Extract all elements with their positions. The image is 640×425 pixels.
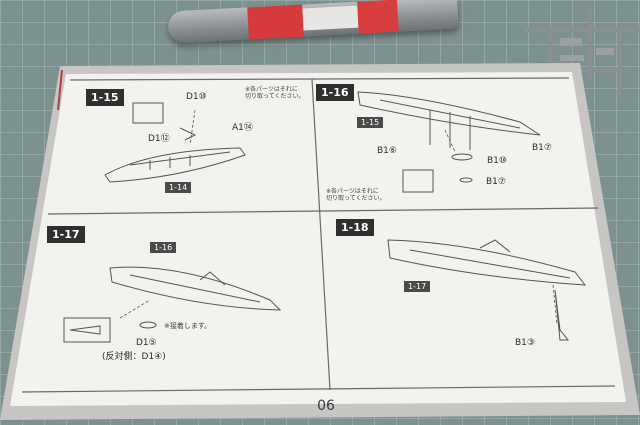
step-label: 1-17	[47, 226, 85, 243]
part-callout: D1⑩	[186, 92, 207, 102]
sub-assembly-label: 1-15	[357, 117, 384, 128]
step-label: 1-16	[316, 84, 354, 101]
part-callout: B1⑥	[377, 146, 397, 156]
step-label: 1-15	[86, 89, 124, 106]
page-number: 06	[317, 398, 335, 414]
part-callout: D1⑤	[136, 338, 157, 348]
instruction-note: ※各パーツはそれに 切り取ってください。	[245, 86, 305, 100]
instruction-note: ※各パーツはそれに 切り取ってください。	[326, 188, 386, 202]
note-line: ※各パーツはそれに	[245, 86, 298, 93]
sub-assembly-label: 1-16	[150, 242, 177, 253]
note-line: 切り取ってください。	[245, 93, 305, 100]
part-callout: (反対側：D1④)	[102, 352, 166, 362]
note-line: 切り取ってください。	[326, 195, 386, 202]
step-label: 1-18	[336, 219, 374, 236]
sub-assembly-label: 1-14	[165, 182, 192, 193]
part-callout: B1⑩	[487, 156, 507, 166]
part-callout: B1⑦	[532, 143, 552, 153]
note-line: ※各パーツはそれに	[326, 188, 379, 195]
sub-assembly-label: 1-17	[404, 281, 431, 292]
part-callout: A1⑭	[232, 123, 253, 133]
part-callout: B1③	[515, 338, 535, 348]
part-callout: B1⑦	[486, 177, 506, 187]
instruction-note: ※接着します。	[164, 322, 212, 330]
part-callout: D1⑫	[148, 134, 170, 144]
